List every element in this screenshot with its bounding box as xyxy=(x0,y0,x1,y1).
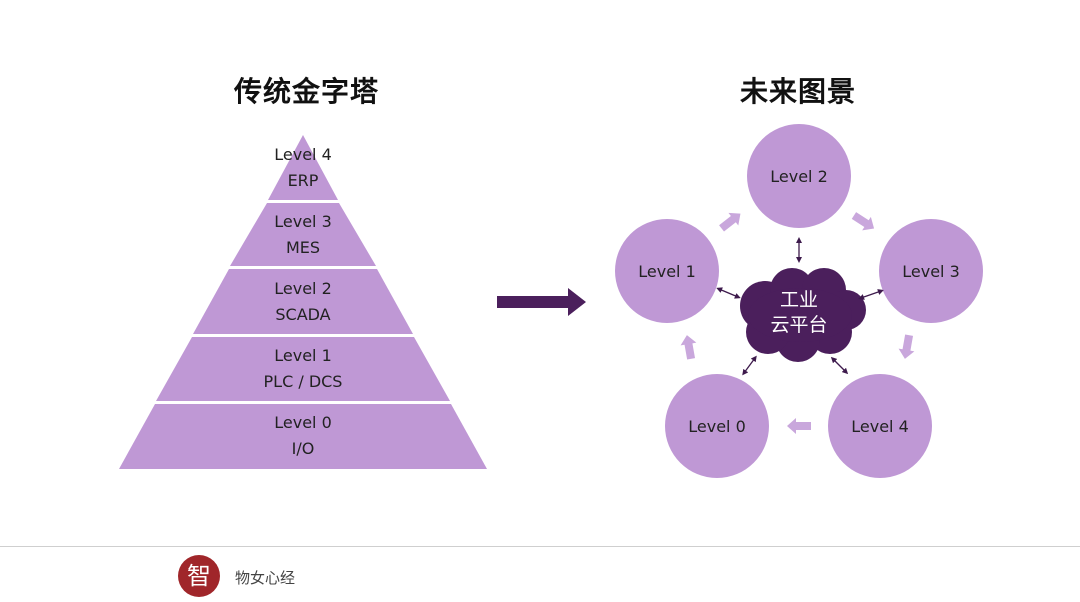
right-title: 未来图景 xyxy=(740,75,857,108)
pyramid: Level 4 ERP Level 3 MES Level 2 SCADA Le… xyxy=(119,135,487,469)
circle-level-0-label: Level 0 xyxy=(688,417,746,436)
arrow-level1-to-level2 xyxy=(719,212,741,232)
cloud-label-line1: 工业 xyxy=(780,289,818,311)
circle-level-2-label: Level 2 xyxy=(770,167,828,186)
circle-level-3-label: Level 3 xyxy=(902,262,960,281)
arrow-level3-to-level4 xyxy=(898,334,915,359)
link-cloud-level0 xyxy=(742,355,757,376)
circle-level-1 xyxy=(615,219,719,323)
arrow-level4-to-level0 xyxy=(787,418,811,434)
pyramid-tier-1 xyxy=(156,337,450,401)
level-circles: Level 2 Level 3 Level 4 Level 0 Level 1 xyxy=(615,124,983,478)
pyramid-level-2-name: Level 2 xyxy=(274,279,332,298)
arrow-level0-to-level1 xyxy=(680,335,697,360)
left-title: 传统金字塔 xyxy=(234,75,380,108)
footer-brand-name: 物女心经 xyxy=(235,569,296,587)
circle-level-1-label: Level 1 xyxy=(638,262,696,281)
pyramid-level-4-name: Level 4 xyxy=(274,145,332,164)
pyramid-tier-0 xyxy=(119,404,487,469)
cloud-label-line2: 云平台 xyxy=(770,314,827,336)
cloud-shape xyxy=(740,268,866,362)
pyramid-level-0-system: I/O xyxy=(292,439,315,458)
transition-arrow xyxy=(497,288,586,316)
pyramid-level-3-name: Level 3 xyxy=(274,212,332,231)
pyramid-tier-2 xyxy=(193,269,413,334)
pyramid-level-4-system: ERP xyxy=(288,171,319,190)
arrow-level2-to-level3 xyxy=(851,212,875,231)
cloud-links xyxy=(716,237,884,376)
circle-level-4 xyxy=(828,374,932,478)
footer-divider xyxy=(0,546,1080,547)
circle-level-4-label: Level 4 xyxy=(851,417,909,436)
pyramid-tier-4 xyxy=(268,135,338,200)
circle-level-2 xyxy=(747,124,851,228)
link-cloud-level1 xyxy=(716,287,741,299)
cycle-arrows xyxy=(680,212,915,434)
pyramid-level-0-name: Level 0 xyxy=(274,413,332,432)
brand-logo: 智 xyxy=(178,555,220,597)
link-cloud-level3 xyxy=(858,289,884,300)
circle-level-0 xyxy=(665,374,769,478)
circle-level-3 xyxy=(879,219,983,323)
pyramid-level-1-name: Level 1 xyxy=(274,346,332,365)
cloud-platform: 工业 云平台 xyxy=(740,268,866,362)
link-cloud-level4 xyxy=(830,356,849,375)
pyramid-level-2-system: SCADA xyxy=(275,305,330,324)
pyramid-level-1-system: PLC / DCS xyxy=(264,372,343,391)
pyramid-level-3-system: MES xyxy=(286,238,320,257)
pyramid-tier-3 xyxy=(230,203,376,266)
